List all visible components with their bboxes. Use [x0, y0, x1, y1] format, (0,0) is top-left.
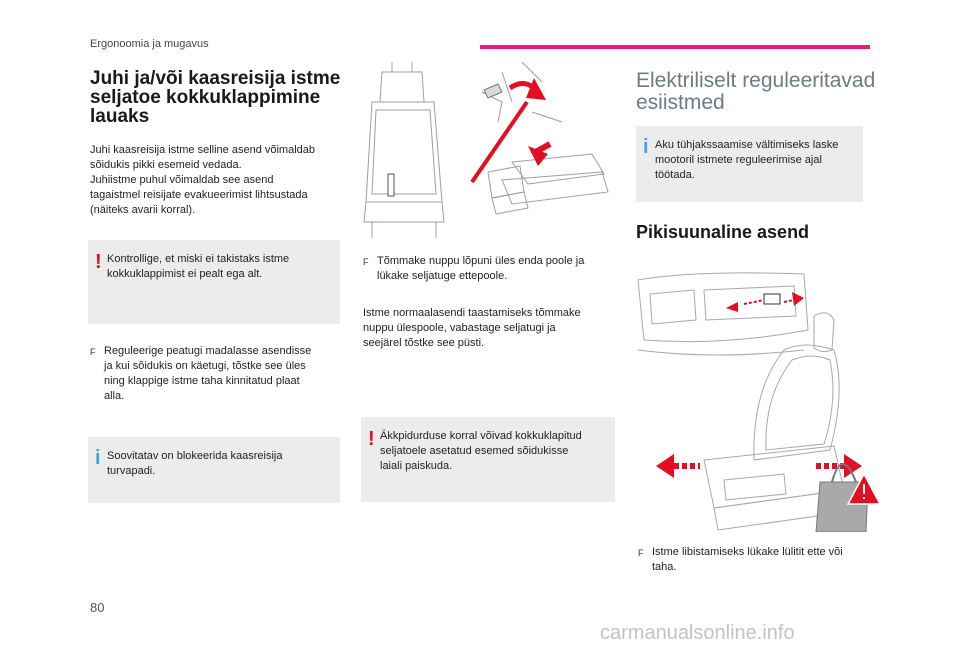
electric-seats-title-line2: esiistmed [636, 91, 725, 114]
header-accent-bar [480, 45, 870, 49]
intro-line5: (näiteks avarii korral). [90, 204, 196, 216]
step-slide-line2: taha. [652, 561, 677, 573]
info-icon: i [95, 447, 101, 469]
step-pull-line1: Tõmmake nuppu lõpuni üles enda poole ja [377, 255, 585, 267]
info-box-battery: i Aku tühjakssaamise vältimiseks laske m… [636, 126, 863, 202]
step-slide-line1: Istme libistamiseks lükake lülitit ette … [652, 546, 843, 558]
step-bullet: F [638, 548, 644, 558]
seat-slide-illustration [637, 272, 882, 532]
step-headrest-line2: ja kui sõidukis on käetugi, tõstke see ü… [104, 360, 306, 372]
step-headrest-line3: ning klappige istme taha kinnitatud plaa… [104, 375, 300, 387]
warning-icon: ! [368, 428, 375, 450]
watermark-text: carmanualsonline.info [600, 622, 795, 644]
section-title-line3: lauaks [90, 106, 150, 127]
warning-icon: ! [95, 251, 102, 273]
intro-line1: Juhi kaasreisija istme selline asend või… [90, 144, 316, 156]
step-bullet: F [363, 257, 369, 267]
info-text-line2: turvapadi. [107, 465, 156, 477]
step-pull-line2: lükake seljatuge ettepoole. [377, 270, 508, 282]
warning-box-fold: ! Kontrollige, et miski ei takistaks ist… [88, 240, 340, 324]
warning-text-line1: Äkkpidurduse korral võivad kokkuklapitud [380, 430, 582, 442]
section-title-line2: seljatoe kokkuklappimine [90, 87, 321, 108]
bag-warning-icon [815, 463, 882, 532]
warning-box-braking: ! Äkkpidurduse korral võivad kokkuklapit… [361, 417, 615, 502]
longitudinal-subtitle: Pikisuunaline asend [636, 222, 810, 242]
intro-line3: Juhiistme puhul võimaldab see asend [90, 174, 274, 186]
seat-fold-illustration [363, 62, 609, 238]
restore-line3: seejärel tõstke see püsti. [363, 337, 485, 349]
info-box-airbag: i Soovitatav on blokeerida kaasreisija t… [88, 437, 340, 503]
intro-line4: tagaistmel reisijate evakueerimist lihts… [90, 189, 308, 201]
info-text-line2: mootoril istmete reguleerimise ajal [655, 154, 822, 166]
warning-text-line2: seljatoele asetatud esemed sõidukisse [380, 445, 569, 457]
info-text-line1: Soovitatav on blokeerida kaasreisija [107, 450, 283, 462]
step-bullet: F [90, 347, 96, 357]
restore-line1: Istme normaalasendi taastamiseks tõmmake [363, 307, 581, 319]
restore-line2: nuppu ülespoole, vabastage seljatugi ja [363, 322, 556, 334]
intro-line2: sõidukis pikki esemeid vedada. [90, 159, 242, 171]
section-title-line1: Juhi ja/või kaasreisija istme [90, 68, 341, 89]
electric-seats-title-line1: Elektriliselt reguleeritavad [636, 69, 876, 92]
page-number: 80 [90, 600, 105, 615]
info-text-line3: töötada. [655, 169, 695, 181]
info-icon: i [643, 136, 649, 158]
running-header: Ergonoomia ja mugavus [90, 38, 209, 50]
warning-text-line1: Kontrollige, et miski ei takistaks istme [107, 253, 290, 265]
step-headrest-line4: alla. [104, 390, 125, 402]
warning-text-line3: laiali paiskuda. [380, 460, 453, 472]
info-text-line1: Aku tühjakssaamise vältimiseks laske [655, 139, 839, 151]
warning-text-line2: kokkuklappimist ei pealt ega alt. [107, 268, 263, 280]
step-headrest-line1: Reguleerige peatugi madalasse asendisse [104, 345, 312, 357]
